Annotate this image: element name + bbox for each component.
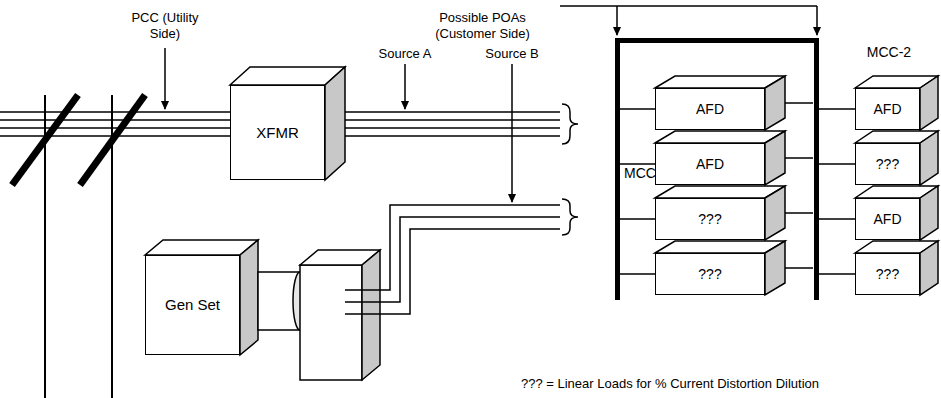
box-label: XFMR xyxy=(256,124,299,142)
load-box: ??? xyxy=(855,253,920,295)
poa-label: Possible POAs (Customer Side) xyxy=(420,10,545,41)
generator-box: Gen Set xyxy=(145,255,240,355)
box-label: ??? xyxy=(698,266,721,283)
box-label: ??? xyxy=(876,156,899,173)
load-box: AFD xyxy=(855,198,920,240)
mcc-label: MCC-2 xyxy=(850,44,928,61)
source-label: Source A xyxy=(370,46,440,62)
load-box: ??? xyxy=(655,253,765,295)
footnote: ??? = Linear Loads for % Current Distort… xyxy=(420,376,920,392)
box-label: AFD xyxy=(696,101,724,118)
mcc-frame: MCC-1AFDAFD?????? xyxy=(615,38,819,300)
box-label: AFD xyxy=(874,211,902,228)
source-label: Source B xyxy=(477,46,547,62)
box-label: ??? xyxy=(698,211,721,228)
box-label: Gen Set xyxy=(165,296,220,314)
load-box: ??? xyxy=(855,143,920,185)
box-label: AFD xyxy=(874,101,902,118)
load-box: AFD xyxy=(655,88,765,130)
box-label: AFD xyxy=(696,156,724,173)
box-label: ??? xyxy=(876,266,899,283)
load-box: AFD xyxy=(855,88,920,130)
load-box: AFD xyxy=(655,143,765,185)
pcc-label: PCC (Utility Side) xyxy=(127,10,203,41)
load-box: ??? xyxy=(655,198,765,240)
transformer-box: XFMR xyxy=(230,85,325,180)
